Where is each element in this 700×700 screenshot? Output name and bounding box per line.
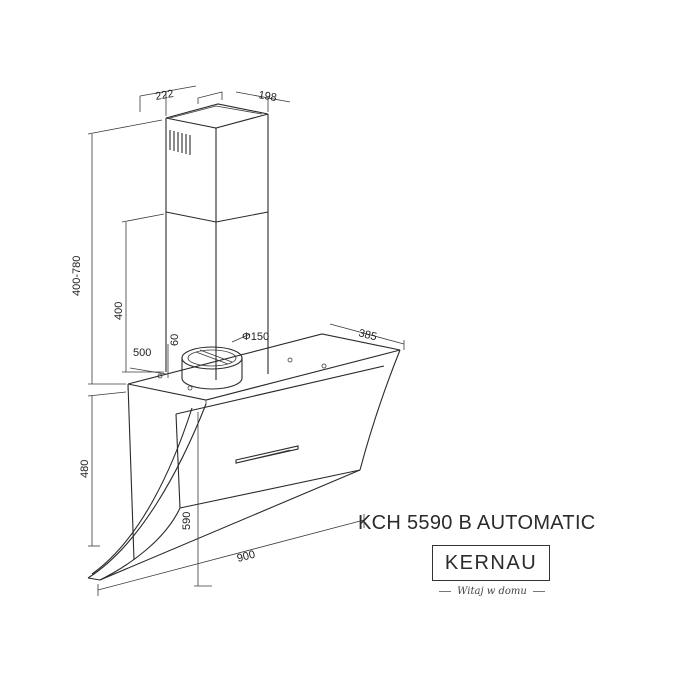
brand-name: KERNAU: [444, 551, 538, 574]
dim-hood-height: 480: [79, 460, 91, 478]
chimney: [165, 91, 269, 380]
dim-lower-chimney: 400: [113, 302, 125, 320]
dim-top-depth: 385: [357, 327, 378, 343]
tagline-rule-left: [439, 591, 452, 592]
dim-chimney-width: 198: [257, 89, 277, 104]
air-outlet: [181, 346, 243, 390]
dim-glass-height: 590: [181, 512, 193, 530]
hood-body: [87, 349, 401, 581]
dim-chimney-depth: 222: [154, 88, 174, 103]
tagline-text: Witaj w domu: [457, 586, 527, 597]
brand-logo: KERNAU: [432, 545, 550, 581]
dim-hood-width: 900: [236, 549, 257, 565]
dimension-lines: [87, 85, 405, 596]
dim-chimney-height-range: 400-780: [71, 256, 83, 296]
dim-outlet-diameter: Φ150: [242, 331, 269, 343]
tagline-rule-right: [532, 591, 545, 592]
model-name: KCH 5590 B AUTOMATIC: [358, 512, 596, 534]
dim-top-width: 500: [133, 347, 151, 359]
dim-outlet-offset: 60: [169, 334, 181, 346]
vent-slots-icon: [169, 130, 191, 155]
brand-tagline: Witaj w domu: [434, 586, 550, 597]
